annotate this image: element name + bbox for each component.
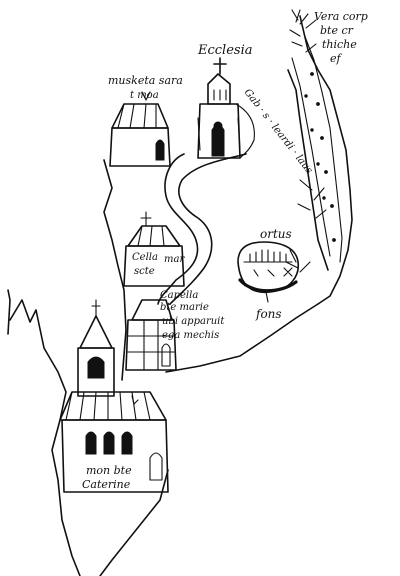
- muskera-building: [109, 91, 171, 167]
- monastery-building: [59, 391, 169, 493]
- label-capella-line2: bte marie: [160, 302, 209, 313]
- label-top-right-line3: thiche: [322, 38, 357, 51]
- winding-road: [157, 153, 247, 305]
- label-gab: Gab · s · leardi · laus: [242, 87, 315, 176]
- label-capella-line4: ega mechis: [162, 330, 219, 341]
- label-ortus: ortus: [260, 227, 292, 241]
- fons-mark: [265, 291, 269, 303]
- label-muskera-line1: musketa sara: [108, 74, 183, 87]
- shrub-drawings: [285, 9, 327, 273]
- label-monastery-line1: mon bte: [86, 464, 132, 477]
- label-fons: fons: [255, 307, 282, 321]
- ecclesia-building: [197, 57, 255, 159]
- label-ecclesia: Ecclesia: [197, 43, 252, 58]
- label-top-right-line1: Vera corp: [314, 10, 368, 23]
- dotted-trail: [291, 33, 343, 263]
- label-cella-line2: scte: [134, 266, 155, 277]
- label-capella-line3: ubi apparuit: [162, 316, 225, 327]
- label-cella-line1: Cella: [132, 252, 158, 263]
- capella-building: [125, 299, 177, 371]
- bell-tower: [77, 299, 115, 397]
- label-muskera-line2: t moa: [130, 90, 159, 101]
- mountain-outline: [7, 15, 353, 576]
- label-top-right-line4: ef: [330, 52, 343, 65]
- label-capella-line1: Capella: [160, 290, 198, 301]
- label-monastery-line2: Caterine: [82, 478, 131, 491]
- label-top-right-line2: bte cr: [320, 24, 354, 37]
- label-cella-line3: mar: [164, 254, 185, 265]
- cella-building: [123, 211, 185, 287]
- ortus-garden: [237, 241, 299, 294]
